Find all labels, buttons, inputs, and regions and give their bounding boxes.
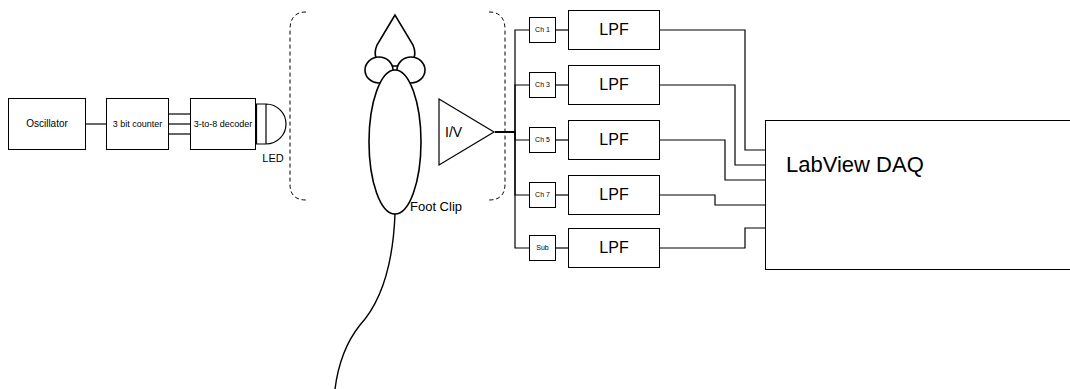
box-label: LPF [599,131,628,149]
iv-amplifier: I/V [438,98,495,166]
signal-wire [169,113,190,114]
counter-box: 3 bit counter [106,98,169,150]
lpf-box: LPF [568,120,660,160]
led-symbol [256,102,290,146]
signal-wire [660,30,765,150]
box-label: Ch 1 [535,26,550,34]
component-label: LED [262,152,283,165]
box-label: I/V [445,124,462,140]
signal-wire [556,247,568,248]
signal-wire [660,228,765,248]
signal-wire [660,140,765,180]
signal-wire [495,132,529,140]
signal-wire [556,139,568,140]
box-label: LPF [599,21,628,39]
mouse-tail [335,214,395,389]
system-label: LabView DAQ [786,149,924,181]
box-label: Ch 3 [535,81,550,89]
signal-wire [495,132,529,248]
channel-box: Ch 5 [529,127,556,153]
signal-wire [556,194,568,195]
signal-wire [169,123,190,124]
signal-wire [495,132,529,195]
signal-wire [495,85,529,132]
foot-clip-bracket [489,12,505,200]
signal-wire [556,84,568,85]
channel-box: Ch 7 [529,182,556,208]
box-label: LPF [599,186,628,204]
box-label: LPF [599,239,628,257]
led-emitter: LED [256,102,290,170]
signal-wire [556,29,568,30]
channel-box: Ch 1 [529,17,556,43]
lpf-box: LPF [568,228,660,268]
channel-box: Ch 3 [529,72,556,98]
lpf-box: LPF [568,175,660,215]
foot-clip-bracket [290,12,306,200]
box-label: Oscillator [26,118,68,130]
signal-wire [495,30,529,132]
part-label: Foot Clip [410,200,462,215]
lpf-box: LPF [568,10,660,50]
mouse-body [369,70,421,214]
signal-wire [660,85,765,165]
oscillator-box: Oscillator [8,98,86,150]
box-label: Ch 5 [535,136,550,144]
signal-wire [86,123,106,124]
box-label: LPF [599,76,628,94]
box-label: Ch 7 [535,191,550,199]
lpf-box: LPF [568,65,660,105]
box-label: 3 bit counter [113,119,163,129]
decoder-box: 3-to-8 decoder [190,98,256,150]
signal-wire [660,195,765,205]
box-label: 3-to-8 decoder [194,119,253,129]
channel-box: Sub [529,235,556,261]
daq-box: LabView DAQ [765,120,1070,270]
box-label: Sub [536,244,548,252]
signal-wire [169,133,190,134]
